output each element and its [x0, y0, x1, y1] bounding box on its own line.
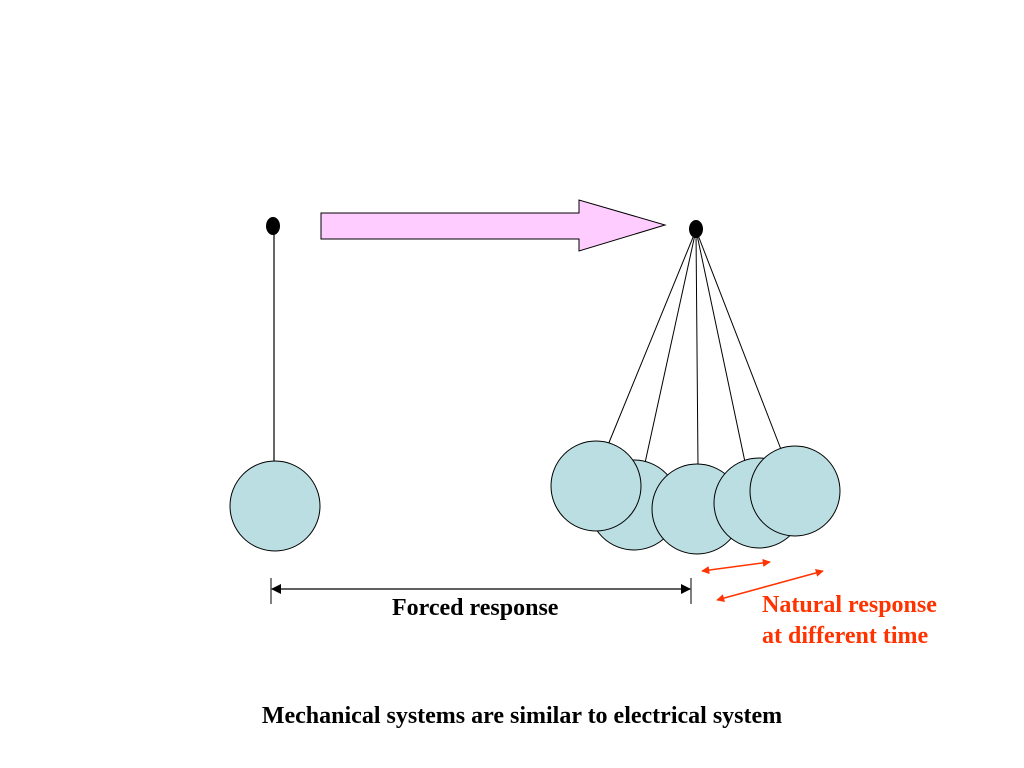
pendulum-string-far-left: [607, 229, 697, 446]
natural-response-arrow-short: [701, 558, 771, 575]
natural-response-arrows: [701, 558, 824, 602]
initial-pendulum-bob: [229, 460, 321, 552]
forced-response-label: Forced response: [392, 595, 559, 621]
pendulum-string-right: [695, 229, 746, 463]
oscillating-pendulum: [550, 220, 841, 555]
natural-response-label: Natural response at different time: [762, 590, 937, 652]
pendulum-string-far-right: [695, 229, 783, 453]
pendulum-bob-far-right: [749, 445, 841, 537]
forced-response-dimension: [270, 578, 692, 604]
pendulum-string-left: [644, 229, 697, 464]
natural-response-line2: at different time: [762, 623, 929, 649]
slide-caption: Mechanical systems are similar to electr…: [261, 703, 783, 729]
pendulum-bob-far-left: [550, 440, 642, 532]
displacement-arrow: [320, 199, 667, 252]
initial-pendulum: [229, 217, 321, 552]
oscillating-pivot-point: [689, 220, 703, 238]
pendulum-string-center: [695, 229, 699, 468]
natural-response-arrow-long: [716, 569, 824, 602]
natural-response-line1: Natural response: [762, 592, 937, 618]
initial-pivot-point: [266, 217, 280, 235]
